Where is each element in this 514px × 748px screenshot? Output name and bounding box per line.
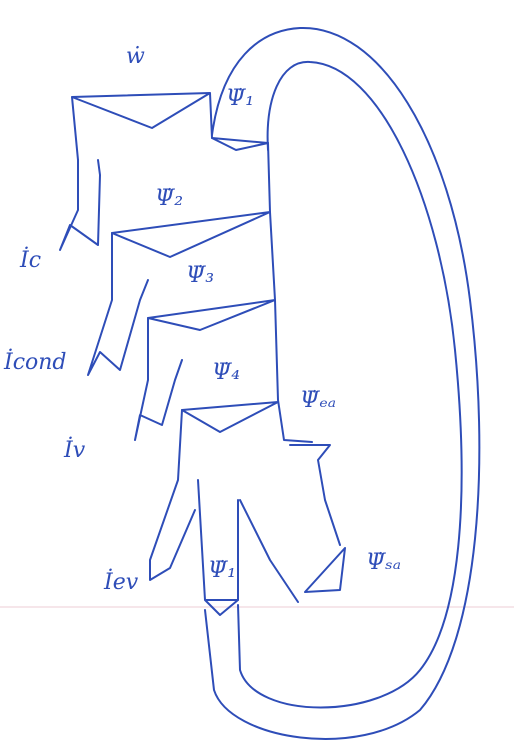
label-psi4: Ψ̇₄ <box>212 360 241 385</box>
loss-branch-icond <box>87 232 149 376</box>
loss-branch-ic <box>59 159 101 251</box>
recycle-arrow-head <box>211 137 269 151</box>
recycle-loop-outer <box>204 26 481 740</box>
label-psi1-bottom: Ψ̇₁ <box>208 558 237 583</box>
stage-4-divider <box>181 401 279 433</box>
loss-branch-iv <box>134 317 183 441</box>
label-psi-sa: Ψ̇ₛₐ <box>366 550 401 575</box>
label-i-v: İv <box>64 438 86 463</box>
stage-3-divider <box>147 299 276 331</box>
work-input-arrow <box>71 92 269 161</box>
output-branch-sa <box>239 499 346 603</box>
label-psi3: Ψ̇₃ <box>186 263 215 288</box>
label-i-ev: İev <box>104 570 139 595</box>
stage-2-divider <box>111 211 271 258</box>
recycle-loop-inner <box>237 60 463 709</box>
label-psi2: Ψ̇₂ <box>155 186 184 211</box>
loss-branch-iev <box>149 409 196 581</box>
output-branch-ea <box>289 444 341 546</box>
label-psi1-top: Ψ̇₁ <box>226 86 255 111</box>
label-i-cond: İcond <box>4 350 67 375</box>
paper-crease <box>0 606 514 608</box>
label-i-c: İc <box>20 248 42 273</box>
psi1-output-branch <box>197 479 239 616</box>
label-w: ẇ <box>126 44 145 69</box>
label-psi-ea: Ψ̇ₑₐ <box>300 388 337 413</box>
main-trunk <box>267 142 313 443</box>
